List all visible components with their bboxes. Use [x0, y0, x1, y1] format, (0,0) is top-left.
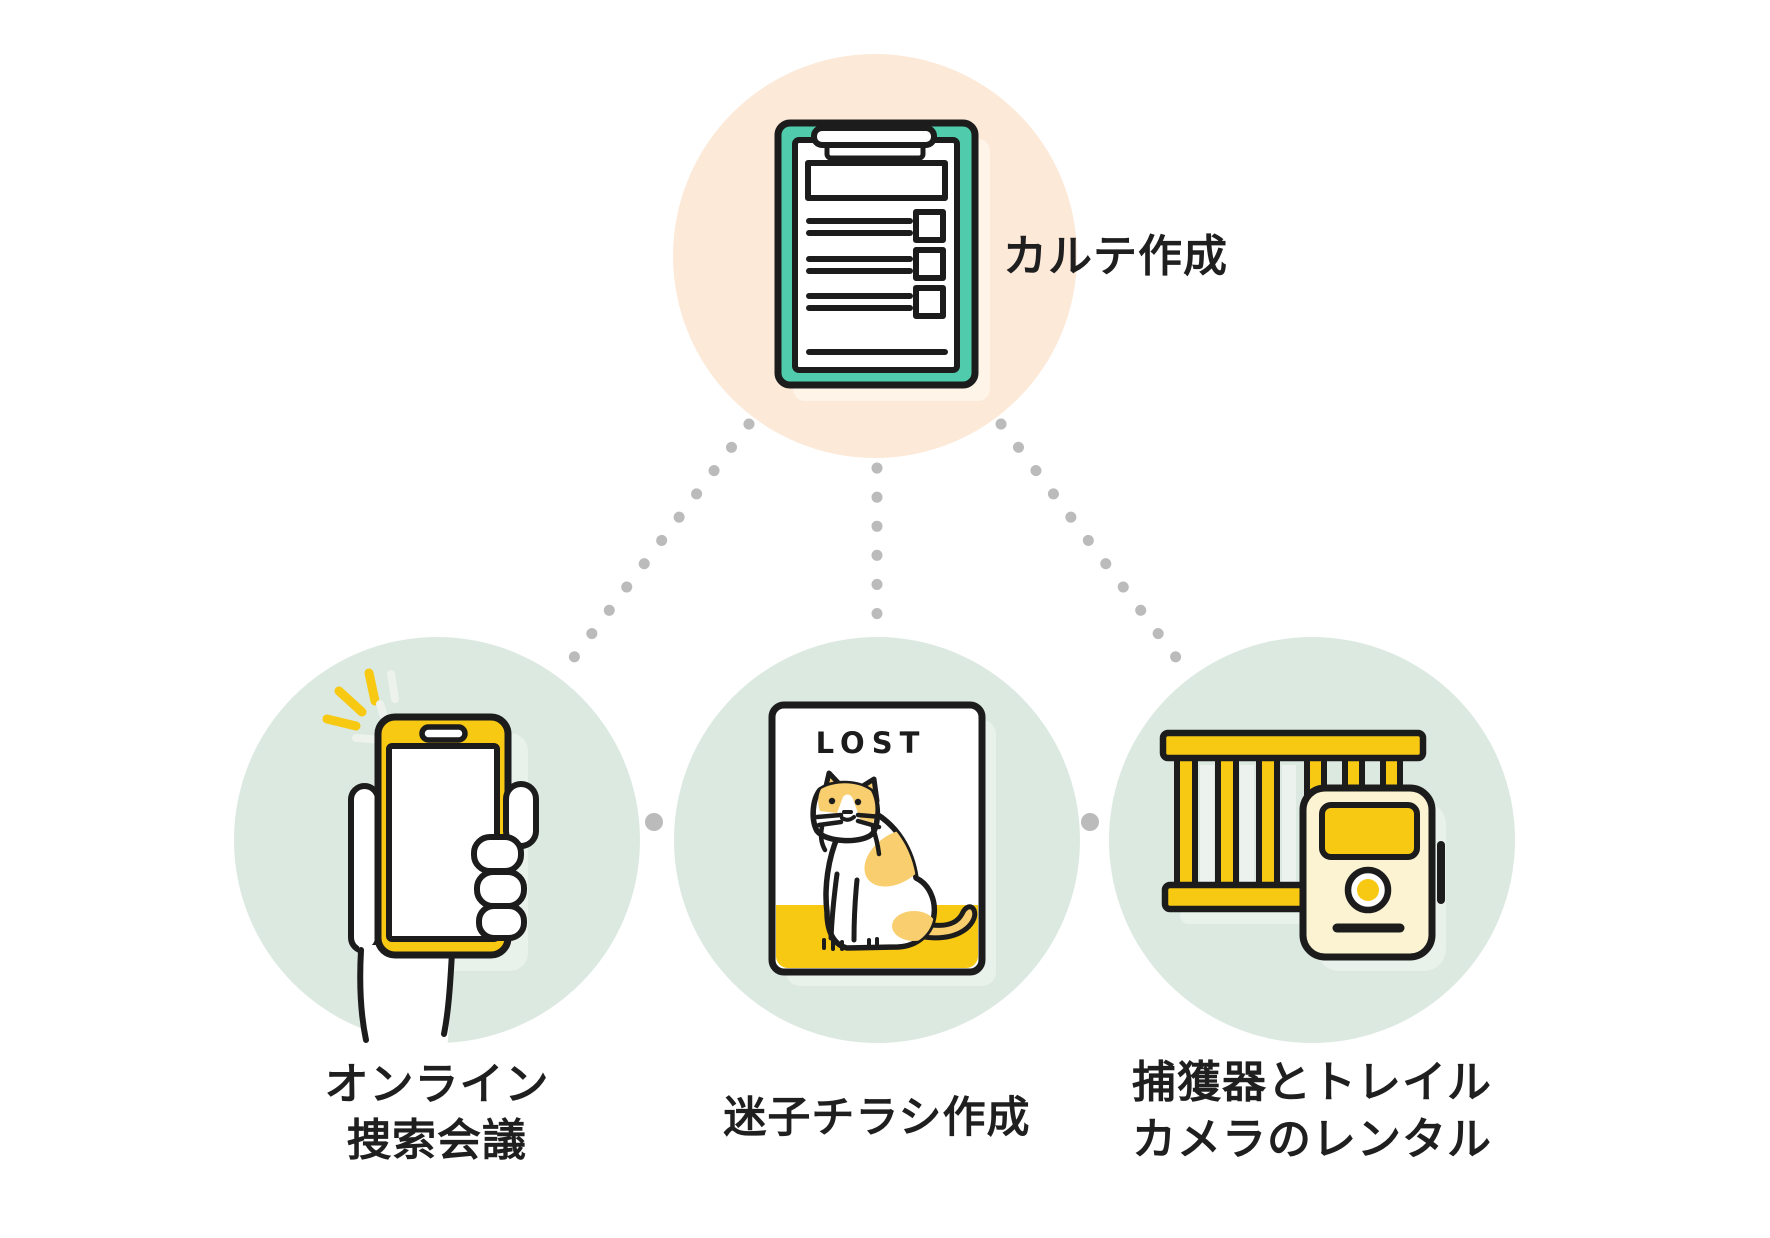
label-trap-rental: 捕獲器とトレイル カメラのレンタル: [1112, 1054, 1512, 1168]
node-rental: [1109, 637, 1515, 1043]
connector-lines: [557, 418, 1193, 678]
node-flyer: LOST: [674, 637, 1080, 1043]
connector-root-to-online: [557, 418, 755, 678]
label-trap-line1: 捕獲器とトレイル: [1132, 1058, 1492, 1107]
notification-sparks-icon: [322, 668, 380, 731]
connector-dot-online-flyer: [645, 813, 663, 831]
hand-holding-smartphone-icon: [322, 668, 539, 1052]
cat-nose-mouth: [840, 810, 856, 822]
poster-outline: [768, 701, 986, 976]
connector-root-to-rental: [995, 418, 1193, 678]
camera-screen: [1319, 802, 1420, 860]
connector-dot-flyer-rental: [1081, 813, 1099, 831]
cat-eye: [854, 798, 862, 806]
label-online-line2: 捜索会議: [347, 1116, 527, 1165]
cat-whiskers: [814, 812, 885, 857]
poster-title: LOST: [816, 726, 927, 760]
node-karte: [673, 54, 1077, 458]
label-trap-line2: カメラのレンタル: [1132, 1115, 1492, 1164]
label-online-meeting: オンライン 捜索会議: [237, 1057, 637, 1169]
label-karte: カルテ作成: [1003, 232, 1228, 281]
cat-eye: [828, 797, 836, 805]
camera-lens-inner: [1357, 879, 1379, 901]
label-flyer: 迷子チラシ作成: [723, 1094, 1031, 1142]
finger-tip: [476, 903, 527, 941]
finger-tip: [474, 869, 527, 909]
node-online-meeting: [234, 637, 640, 1052]
cat-toes: [822, 937, 879, 951]
trap-cage-trail-camera-icon: [1159, 729, 1446, 971]
thumb: [348, 783, 381, 954]
wrist-fill: [359, 945, 455, 1052]
finger-tip: [471, 834, 524, 874]
wrist-outline: [357, 947, 455, 1043]
phone-speaker: [419, 724, 468, 743]
cat-front-legs: [828, 871, 860, 943]
clipboard-checklist-icon: [774, 119, 990, 401]
lost-cat-poster-icon: LOST: [768, 701, 996, 986]
label-online-line1: オンライン: [324, 1060, 550, 1109]
cage-top-bar: [1159, 729, 1427, 762]
